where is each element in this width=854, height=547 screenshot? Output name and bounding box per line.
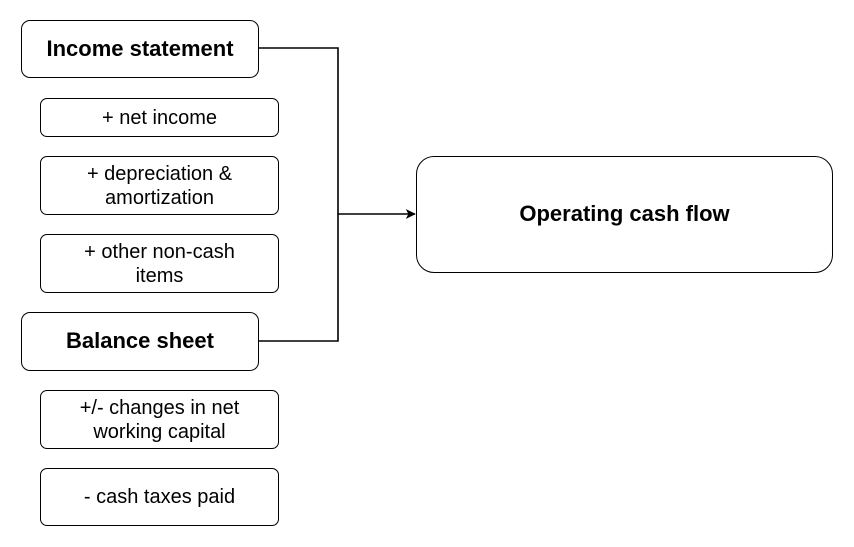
income-statement-label: Income statement [46,35,234,61]
other-non-cash-items-label: + other non-cash items [84,240,235,287]
balance-sheet-box: Balance sheet [21,312,259,371]
depreciation-amortization-box: + depreciation & amortization [40,156,279,215]
income-statement-box: Income statement [21,20,259,78]
net-income-label: + net income [101,106,218,129]
depreciation-amortization-label: + depreciation & amortization [86,162,233,209]
working-capital-label: +/- changes in net working capital [79,396,240,443]
connector-income-statement [259,47,339,214]
connector-balance-sheet [259,214,339,342]
cash-taxes-label: - cash taxes paid [83,486,236,508]
operating-cash-flow-box: Operating cash flow [416,156,833,273]
other-non-cash-items-box: + other non-cash items [40,234,279,293]
operating-cash-flow-label: Operating cash flow [519,201,730,227]
cash-taxes-box: - cash taxes paid [40,468,279,526]
net-income-box: + net income [40,98,279,137]
working-capital-box: +/- changes in net working capital [40,390,279,449]
balance-sheet-label: Balance sheet [66,328,214,354]
